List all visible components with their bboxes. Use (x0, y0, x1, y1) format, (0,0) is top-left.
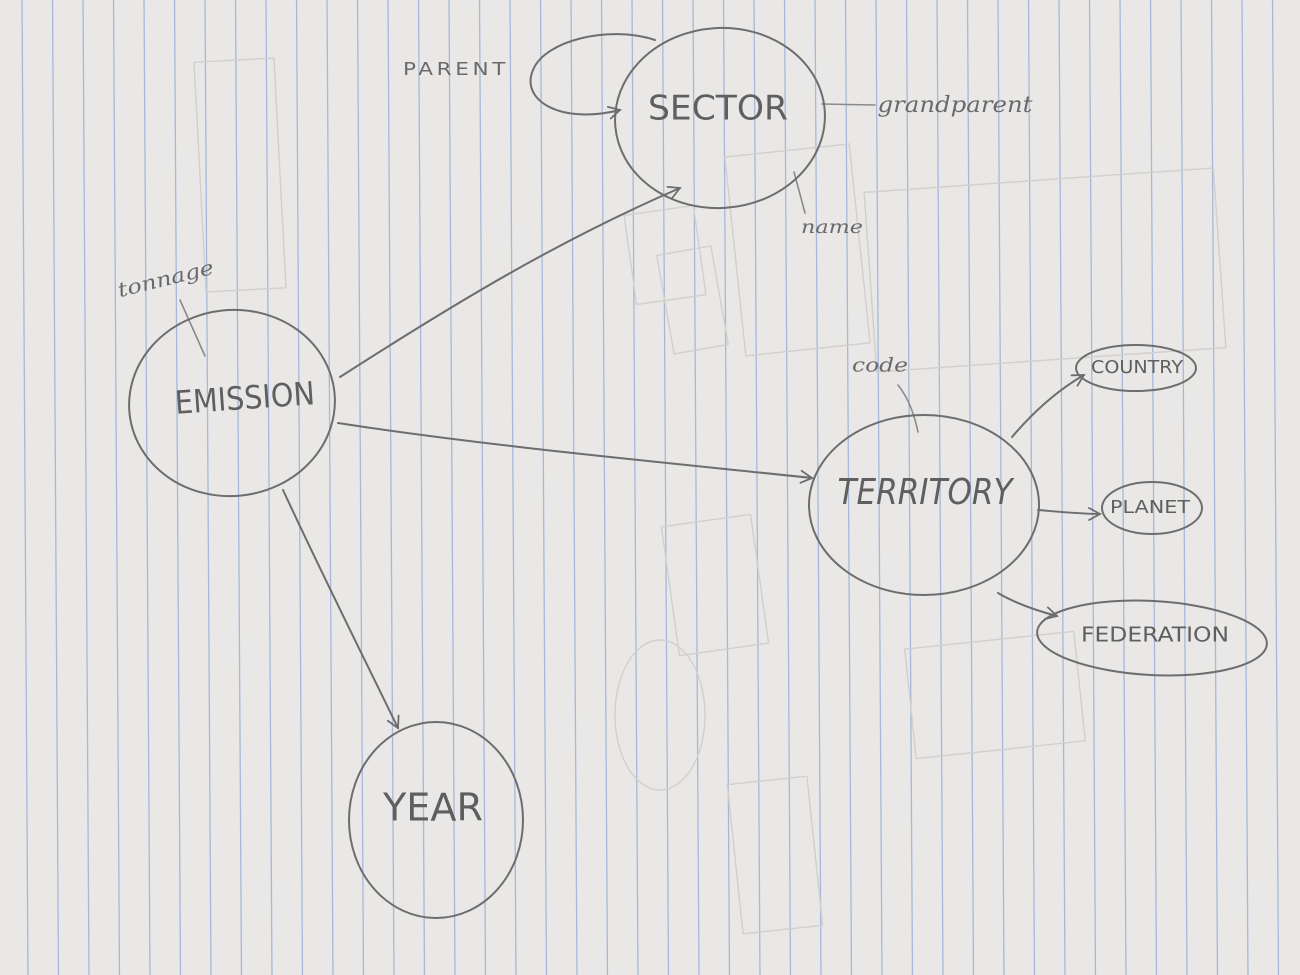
notebook-ruled-lines (21, 0, 1280, 975)
sector-node (614, 26, 826, 210)
ruled-line (570, 0, 578, 975)
ruled-line (112, 0, 121, 975)
arrow-emission-to-year (282, 489, 400, 730)
ruled-line (448, 0, 456, 975)
attribute-labels: PARENT grandparent name tonnage code (115, 59, 1032, 377)
ruled-line (783, 0, 792, 975)
ruled-line (356, 0, 365, 975)
ruled-line (936, 0, 944, 975)
ruled-line (295, 0, 304, 975)
ruled-line (539, 0, 548, 975)
ruled-line (844, 0, 853, 975)
ruled-line (1058, 0, 1066, 975)
arrow-territory-to-country (1011, 374, 1086, 438)
year-label: YEAR (382, 786, 483, 830)
tonnage-label: tonnage (115, 255, 216, 302)
arrow-territory-to-planet (1037, 507, 1102, 521)
ruled-line (265, 0, 273, 975)
country-label: COUNTRY (1091, 357, 1184, 378)
code-label: code (852, 353, 908, 377)
ruled-line (875, 0, 883, 975)
entity-shapes (128, 26, 1268, 919)
arrow-territory-to-federation (997, 592, 1059, 620)
ruled-line (1088, 0, 1097, 975)
emission-label: EMISSION (174, 374, 316, 422)
arrow-emission-to-territory (337, 422, 814, 484)
sector-label: SECTOR (648, 89, 788, 129)
parent-label: PARENT (403, 59, 509, 80)
ruled-line (326, 0, 334, 975)
ruled-line (204, 0, 212, 975)
ruled-line (509, 0, 517, 975)
ruled-line (1271, 0, 1280, 975)
ruled-line (143, 0, 151, 975)
ruled-line (661, 0, 670, 975)
federation-label: FEDERATION (1081, 623, 1229, 647)
country-node (1075, 344, 1197, 392)
name-label: name (801, 216, 863, 238)
ruled-line (905, 0, 914, 975)
year-node (348, 721, 524, 919)
planet-node (1101, 481, 1203, 535)
territory-label: TERRITORY (838, 472, 1016, 513)
ruled-line (1027, 0, 1036, 975)
tick-tonnage (179, 299, 206, 357)
ruled-line (814, 0, 822, 975)
federation-node (1036, 599, 1268, 677)
ruled-line (51, 0, 60, 975)
ruled-line (753, 0, 761, 975)
ruled-line (1210, 0, 1219, 975)
ruled-line (387, 0, 395, 975)
relationship-arrows (282, 33, 1102, 730)
ruled-line (722, 0, 731, 975)
ruled-line (234, 0, 243, 975)
ruled-line (417, 0, 426, 975)
tick-grandparent (821, 103, 876, 106)
territory-node (808, 414, 1040, 596)
ruled-line (966, 0, 975, 975)
ruled-line (21, 0, 29, 975)
planet-label: PLANET (1110, 497, 1191, 518)
self-loop-sector-parent (529, 33, 656, 120)
ruled-line (692, 0, 700, 975)
entity-labels: SECTOR EMISSION TERRITORY YEAR COUNTRY P… (174, 89, 1229, 830)
ruled-line (1241, 0, 1249, 975)
show-through-marks (193, 57, 1227, 935)
ruled-line (82, 0, 90, 975)
ruled-line (173, 0, 182, 975)
ruled-line (1149, 0, 1158, 975)
grandparent-label: grandparent (878, 93, 1033, 118)
emission-node (128, 308, 336, 498)
ruled-line (997, 0, 1005, 975)
tick-code (897, 384, 919, 433)
ruled-line (631, 0, 639, 975)
ruled-line (478, 0, 487, 975)
arrow-emission-to-sector (339, 185, 682, 378)
ruled-line (600, 0, 609, 975)
